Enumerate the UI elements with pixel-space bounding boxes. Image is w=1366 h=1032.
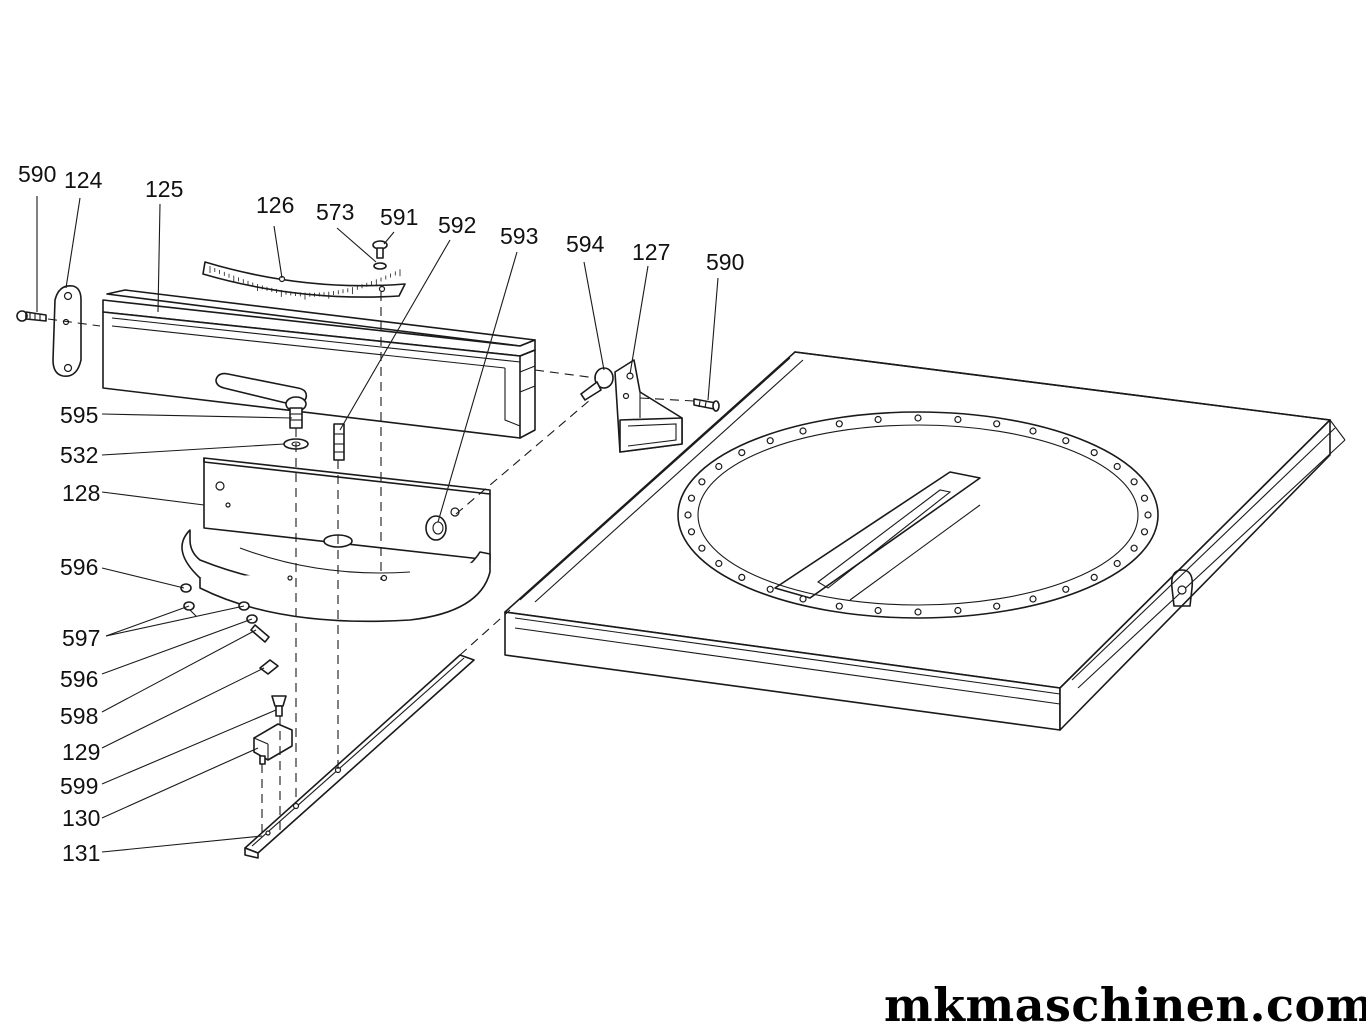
part-label: 593: [500, 223, 538, 249]
part-label: 590: [18, 161, 56, 187]
part-label: 592: [438, 212, 476, 238]
ring-hole: [738, 449, 746, 457]
ring-hole: [1029, 595, 1037, 603]
screw-590-left: [16, 310, 47, 322]
screw-591: [372, 240, 388, 270]
ring-hole: [1130, 544, 1138, 552]
angle-scale: [202, 261, 406, 300]
assembly-axes: [47, 292, 695, 835]
ring-hole: [1090, 449, 1098, 457]
ring-hole: [1130, 478, 1138, 486]
ring-hole: [1140, 528, 1149, 536]
part-label: 126: [256, 192, 294, 218]
ring-hole: [954, 606, 962, 615]
ring-hole: [684, 511, 692, 519]
part-label: 127: [632, 239, 670, 265]
clamp-lever: [215, 372, 308, 429]
ring-hole: [835, 602, 843, 610]
ring-hole: [766, 585, 774, 593]
part-label: 596: [60, 554, 98, 580]
saw-table: [504, 351, 1346, 731]
part-label: 124: [64, 167, 103, 193]
ring-hole: [1090, 573, 1098, 582]
leader-lines: [36, 196, 719, 853]
part-label: 131: [62, 840, 100, 866]
stop-bracket: [614, 359, 683, 453]
part-label: 573: [316, 199, 354, 225]
ring-hole: [698, 478, 706, 486]
part-label: 599: [60, 773, 98, 799]
ring-hole: [914, 414, 922, 422]
part-label: 595: [60, 402, 98, 428]
part-label: 597: [62, 625, 100, 651]
threaded-stud: [333, 423, 345, 461]
part-label: 598: [60, 703, 98, 729]
ring-hole: [993, 420, 1001, 428]
ring-hole: [687, 528, 696, 536]
ring-hole: [874, 415, 882, 424]
watermark: mkmaschinen.com: [884, 978, 1366, 1032]
ring-hole: [715, 462, 723, 471]
ring-hole: [914, 608, 922, 616]
mitre-guide-bar: [244, 654, 475, 859]
part-label: 129: [62, 739, 100, 765]
part-label: 532: [60, 442, 98, 468]
ring-hole: [1062, 585, 1070, 593]
ring-hole: [874, 606, 882, 615]
ring-hole: [1140, 494, 1149, 502]
part-label: 596: [60, 666, 98, 692]
part-label: 130: [62, 805, 100, 831]
part-label: 594: [566, 231, 605, 257]
mitre-gauge-body: [181, 457, 491, 623]
fence-extrusion: [102, 289, 536, 439]
ring-hole: [1144, 511, 1152, 519]
ring-hole: [799, 427, 807, 435]
ring-hole: [1062, 437, 1070, 445]
ring-hole: [1029, 427, 1037, 435]
bolt-594: [580, 367, 614, 401]
ring-hole: [799, 595, 807, 603]
part-label: 590: [706, 249, 744, 275]
ring-hole: [698, 544, 706, 552]
ring-hole: [835, 420, 843, 428]
part-label: 591: [380, 204, 418, 230]
ring-hole: [1113, 559, 1121, 568]
insert-ring-holes: [684, 414, 1152, 616]
ring-hole: [738, 573, 746, 582]
ring-hole: [687, 494, 696, 502]
ring-hole: [954, 415, 962, 424]
fence-end-cap: [52, 284, 82, 377]
ring-hole: [1113, 462, 1121, 471]
adjusting-knob: [425, 515, 447, 541]
ring-hole: [993, 602, 1001, 610]
ring-hole: [766, 437, 774, 445]
screw-590-right: [693, 398, 720, 412]
part-label: 125: [145, 176, 183, 202]
part-number-labels: 590 124 125 126 573 591 592 593 594 127 …: [18, 161, 744, 866]
ring-hole: [715, 559, 723, 568]
part-label: 128: [62, 480, 100, 506]
